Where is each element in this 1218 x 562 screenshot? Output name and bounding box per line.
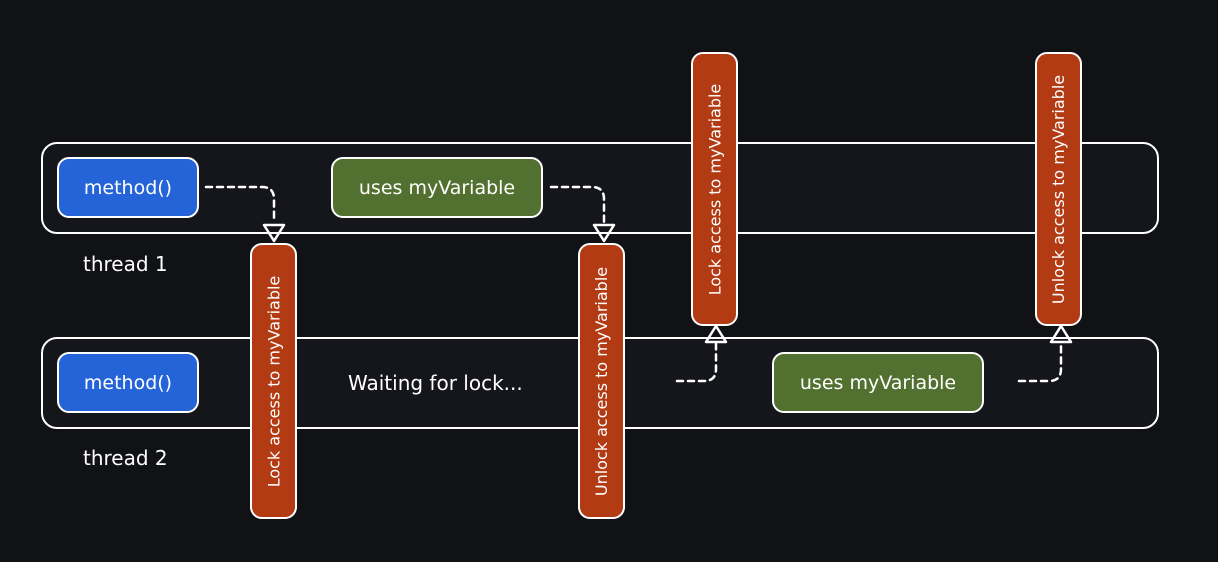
thread1-unlock-bar: Unlock access to myVariable xyxy=(1035,52,1082,326)
arrowhead-down-1 xyxy=(262,223,286,243)
arrow-wait-to-lock xyxy=(675,342,718,383)
arrow-uses2-to-unlock xyxy=(1017,342,1063,383)
arrow-method-to-lock xyxy=(204,185,276,224)
arrow-uses-to-unlock xyxy=(549,185,606,224)
thread2-waiting-text: Waiting for lock... xyxy=(348,371,523,395)
thread2-lock-bar: Lock access to myVariable xyxy=(250,243,297,519)
arrowhead-down-2 xyxy=(592,223,616,243)
thread2-uses-box: uses myVariable xyxy=(772,352,984,413)
thread1-uses-box: uses myVariable xyxy=(331,157,543,218)
thread2-method-box: method() xyxy=(57,352,199,413)
arrowhead-up-1 xyxy=(704,324,728,344)
thread1-method-box: method() xyxy=(57,157,199,218)
thread1-lock-bar: Lock access to myVariable xyxy=(691,52,738,326)
arrowhead-up-2 xyxy=(1049,324,1073,344)
thread2-unlock-bar: Unlock access to myVariable xyxy=(578,243,625,519)
thread1-label: thread 1 xyxy=(83,252,168,276)
thread2-label: thread 2 xyxy=(83,446,168,470)
